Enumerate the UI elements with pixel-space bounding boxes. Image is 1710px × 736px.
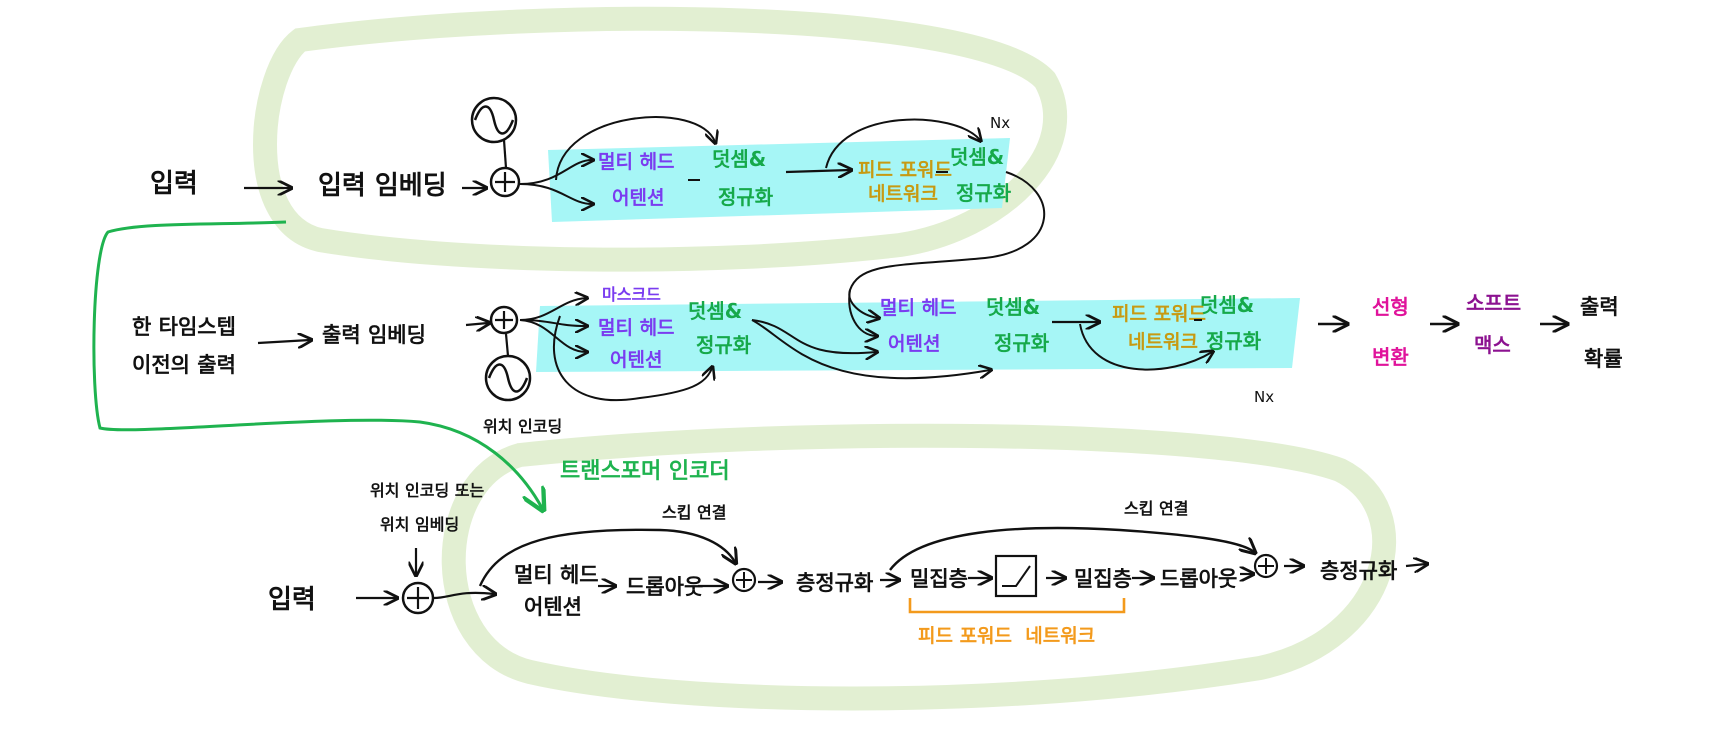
arrow-plus-to-mha-bottom: [519, 183, 592, 204]
arrow-skip-dec-1: [552, 315, 712, 402]
enc-ffn-line1: 피드 포워드: [858, 159, 952, 181]
connector-sine-to-plus: [502, 139, 508, 169]
dec-cross-mha-line2: 어텐션: [888, 333, 940, 355]
enc-mha-line1: 멀티 헤드: [598, 151, 675, 173]
arrow-skip-dec-3: [1079, 323, 1212, 371]
dec-masked-line1: 마스크드: [602, 285, 661, 304]
arrow-encoder-to-decoder-top: [848, 171, 1046, 318]
plus-circle-icon: [489, 166, 521, 198]
dec-cross-mha-line1: 멀티 헤드: [880, 297, 957, 319]
dec-repeat-label: Nx: [1254, 388, 1274, 406]
dec-ffn-line1: 피드 포워드: [1112, 303, 1206, 325]
probs-line2: 확률: [1584, 347, 1623, 371]
softmax-line2: 맥스: [1474, 333, 1511, 357]
arrow-dec-addnorm-to-cross: [751, 319, 876, 353]
plus-circle-icon: [1253, 553, 1279, 579]
encoder-detail-connector: [92, 220, 542, 508]
layernorm2-label: 층정규화: [1320, 559, 1398, 583]
dec-ffn-line2: 네트워크: [1128, 331, 1198, 353]
encoder-blob-top: [253, 6, 1068, 272]
plus-circle-icon: [731, 567, 757, 593]
arrow-plus-to-mha: [433, 593, 494, 598]
linear-line1: 선형: [1372, 295, 1409, 319]
softmax-line1: 소프트: [1466, 291, 1521, 315]
connector-dec-plus-to-sine: [504, 333, 510, 357]
dec-addnorm3-line2: 정규화: [1206, 329, 1262, 353]
dec-masked-line3: 어텐션: [610, 349, 662, 371]
top-input-label: 입력: [150, 169, 198, 199]
ffn-bracket-label: 피드 포워드 네트워크: [918, 625, 1095, 647]
enc-addnorm1-line1: 덧셈&: [712, 147, 766, 171]
plus-circle-icon: [401, 581, 435, 615]
output-embedding-label: 출력 임베딩: [322, 323, 426, 347]
dec-addnorm3-line1: 덧셈&: [1200, 293, 1254, 317]
dropout1-label: 드롭아웃: [626, 575, 703, 599]
prev-output-line1: 한 타임스텝: [132, 315, 236, 339]
probs-line1: 출력: [1580, 295, 1619, 319]
input-embedding-label: 입력 임베딩: [318, 171, 447, 201]
arrow-skip-enc-1: [555, 116, 715, 181]
layernorm1-label: 층정규화: [796, 571, 874, 595]
enc-mha-line2: 어텐션: [612, 187, 664, 209]
arrow-plus-to-mha-top: [519, 160, 592, 185]
skip-label-1: 스킵 연결: [662, 503, 726, 522]
arrow-prev-to-out-embed: [257, 340, 310, 343]
bottom-input-label: 입력: [268, 585, 316, 615]
skip-connection-1: [478, 528, 735, 587]
skip-label-2: 스킵 연결: [1124, 499, 1188, 518]
activation-icon: [994, 554, 1038, 598]
arrow-final-output: [1405, 564, 1426, 566]
dec-addnorm1-line2: 정규화: [696, 333, 752, 357]
arrow-enc-addnorm-to-ffn: [785, 170, 850, 172]
encoder-blob-bottom: [441, 423, 1397, 711]
dec-masked-line2: 멀티 헤드: [598, 317, 675, 339]
arrow-skip-dec-2: [751, 319, 990, 380]
dense1-label: 밀집층: [910, 567, 968, 591]
bottom-mha-line1: 멀티 헤드: [514, 563, 599, 587]
enc-addnorm2-line1: 덧셈&: [950, 145, 1004, 169]
dropout2-label: 드롭아웃: [1160, 567, 1237, 591]
plus-circle-icon: [489, 305, 519, 335]
sine-wave-icon: [470, 96, 518, 144]
enc-addnorm1-line2: 정규화: [718, 185, 774, 209]
pos-note-line2: 위치 임베딩: [380, 515, 459, 534]
enc-ffn-line2: 네트워크: [868, 183, 938, 205]
arrow-skip-enc-2: [825, 118, 980, 169]
enc-addnorm2-line2: 정규화: [956, 181, 1012, 205]
positional-encoding-label: 위치 인코딩: [483, 417, 562, 436]
dec-addnorm2-line2: 정규화: [994, 331, 1050, 355]
pos-note-line1: 위치 인코딩 또는: [370, 481, 484, 500]
bottom-mha-line2: 어텐션: [524, 595, 582, 619]
encoder-title: 트랜스포머 인코더: [560, 459, 730, 484]
dec-addnorm1-line1: 덧셈&: [688, 299, 742, 323]
skip-connection-2: [889, 526, 1254, 571]
prev-output-line2: 이전의 출력: [132, 353, 236, 377]
arrow-to-dec-plus: [465, 323, 488, 325]
dense2-label: 밀집층: [1074, 567, 1132, 591]
decoder-highlight-band: [536, 298, 1300, 372]
encoder-highlight-band: [548, 138, 1010, 222]
dec-addnorm2-line1: 덧셈&: [986, 295, 1040, 319]
arrow-encoder-to-decoder-bottom: [848, 289, 876, 336]
sine-wave-icon: [484, 354, 532, 402]
enc-repeat-label: Nx: [990, 114, 1010, 132]
linear-line2: 변환: [1372, 345, 1409, 369]
ffn-bracket: [908, 598, 1126, 614]
